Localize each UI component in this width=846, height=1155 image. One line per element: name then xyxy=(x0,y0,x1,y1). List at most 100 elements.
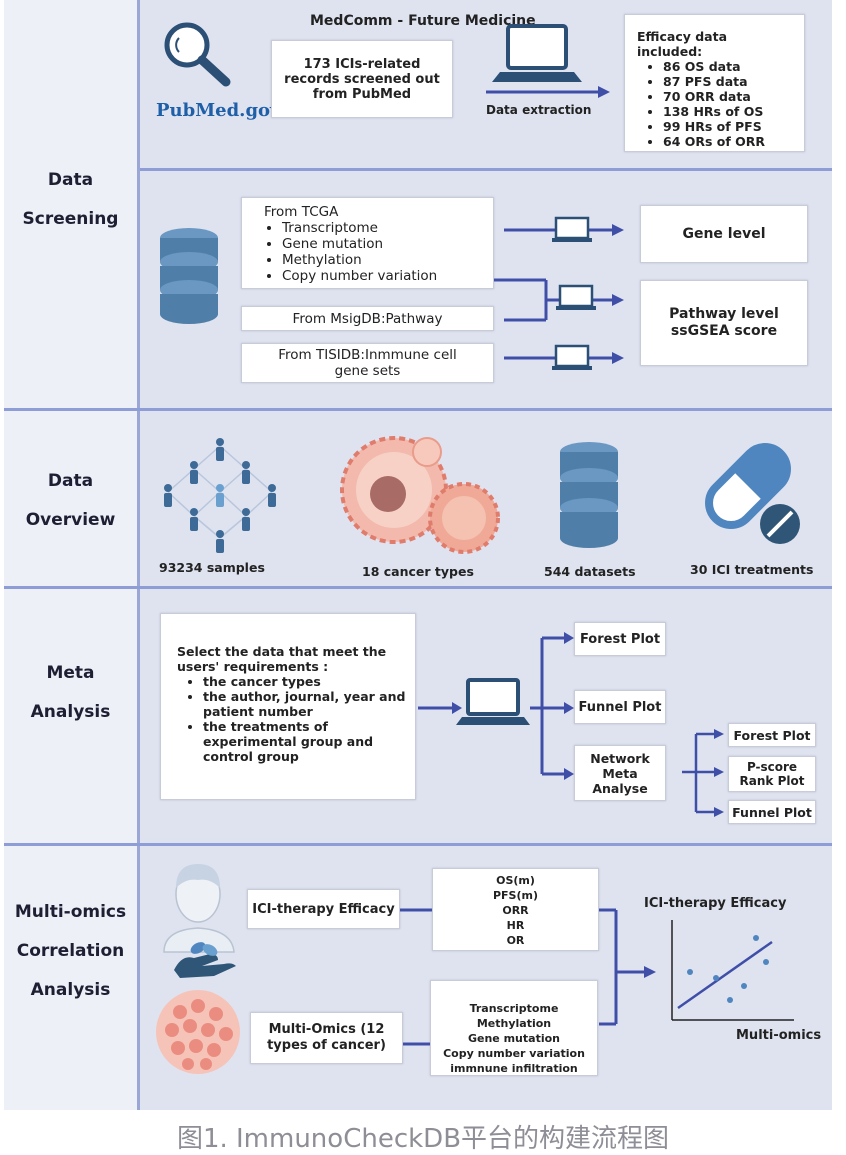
scatter-plot-graphic xyxy=(671,920,794,1021)
figure-panel: Data Screening Data Overview Meta Analys… xyxy=(4,0,832,1110)
extraction-label: Data extraction xyxy=(486,103,592,117)
msigdb-box: From MsigDB:Pathway xyxy=(241,306,494,331)
section-label-data-screening: Data Screening xyxy=(4,0,140,408)
gene-level-box: Gene level xyxy=(640,205,808,263)
select-line: users' requirements : xyxy=(177,659,329,674)
funnel-plot-box: Funnel Plot xyxy=(574,690,666,724)
pathway-line: Pathway level xyxy=(669,306,779,322)
network-meta-box: Network Meta Analyse xyxy=(574,745,666,801)
plot-xlabel: Multi-omics xyxy=(736,1028,822,1043)
tisidb-box: From TISIDB:Inmmune cell gene sets xyxy=(241,343,494,383)
tisidb-line: From TISIDB:Inmmune cell xyxy=(278,347,457,363)
stat-ici-treatments: 30 ICI treatments xyxy=(690,562,814,577)
funnel-plot-2-box: Funnel Plot xyxy=(728,800,816,824)
omics-item: immnune infiltration xyxy=(450,1062,578,1075)
label-line: Screening xyxy=(22,209,119,229)
network-arrows xyxy=(682,729,724,817)
pscore-line: P-score xyxy=(746,760,798,774)
ici-efficacy-box: ICI-therapy Efficacy xyxy=(247,889,400,929)
label-line: Meta xyxy=(46,663,95,683)
figure-caption: 图1. ImmunoCheckDB平台的构建流程图 xyxy=(176,1124,670,1154)
omics-types-box: Transcriptome Methylation Gene mutation … xyxy=(430,980,598,1076)
multi-line: types of cancer) xyxy=(267,1038,386,1053)
records-line: from PubMed xyxy=(312,86,412,102)
stat-samples: 93234 samples xyxy=(159,560,265,575)
efficacy-item: 86 OS data xyxy=(663,59,796,74)
tcga-item: Gene mutation xyxy=(282,236,483,252)
divider xyxy=(140,168,832,171)
tcga-item: Copy number variation xyxy=(282,268,483,284)
tcga-title: From TCGA xyxy=(264,204,339,220)
network-line: Meta xyxy=(602,765,638,781)
records-box: 173 ICIs-related records screened out fr… xyxy=(271,40,453,118)
omics-item: Methylation xyxy=(476,1017,552,1030)
efficacy-box: Efficacy data included: 86 OS data 87 PF… xyxy=(624,14,805,152)
tcga-item: Methylation xyxy=(282,252,483,268)
select-line: Select the data that meet the xyxy=(177,644,387,659)
label-line: Overview xyxy=(25,510,116,530)
tisidb-line: gene sets xyxy=(334,363,401,379)
forest-plot-box: Forest Plot xyxy=(574,622,666,656)
people-network-icon xyxy=(164,438,276,553)
multi-omics-box: Multi-Omics (12 types of cancer) xyxy=(250,1012,403,1064)
section-label-meta-analysis: Meta Analysis xyxy=(4,589,140,843)
efficacy-item: 64 ORs of ORR xyxy=(663,134,796,149)
section-label-data-overview: Data Overview xyxy=(4,411,140,586)
database-icon xyxy=(560,442,618,548)
tcga-item: Transcriptome xyxy=(282,220,483,236)
network-line: Network xyxy=(590,750,650,766)
label-line: Correlation xyxy=(16,941,125,961)
label-line: Data xyxy=(47,170,94,190)
divider xyxy=(4,843,832,846)
plot-title: ICI-therapy Efficacy xyxy=(644,896,787,911)
records-line: 173 ICIs-related xyxy=(303,56,421,72)
metric-item: ORR xyxy=(502,904,529,917)
select-data-box: Select the data that meet the users' req… xyxy=(160,613,416,800)
tcga-box: From TCGA Transcriptome Gene mutation Me… xyxy=(241,197,494,289)
label-line: Analysis xyxy=(30,702,111,722)
divider xyxy=(4,586,832,589)
efficacy-item: 138 HRs of OS xyxy=(663,104,796,119)
label-line: Data xyxy=(47,471,94,491)
pathway-level-box: Pathway level ssGSEA score xyxy=(640,280,808,366)
metric-item: OS(m) xyxy=(496,874,535,887)
section-label-multiomics: Multi-omics Correlation Analysis xyxy=(4,846,140,1110)
efficacy-item: 99 HRs of PFS xyxy=(663,119,796,134)
select-item: the cancer types xyxy=(203,674,407,689)
metric-item: PFS(m) xyxy=(492,889,538,902)
multiomics-connectors xyxy=(400,908,656,1046)
stat-datasets: 544 datasets xyxy=(544,564,636,579)
database-icon xyxy=(160,228,218,324)
pathway-line: ssGSEA score xyxy=(670,323,778,339)
omics-item: Gene mutation xyxy=(467,1032,560,1045)
pubmed-logo: PubMed.gov xyxy=(156,100,281,121)
efficacy-item: 70 ORR data xyxy=(663,89,796,104)
efficacy-title: Efficacy data included: xyxy=(637,29,728,59)
efficacy-metrics-box: OS(m) PFS(m) ORR HR OR xyxy=(432,868,599,951)
label-line: Multi-omics xyxy=(14,902,127,922)
omics-item: Copy number variation xyxy=(443,1047,585,1060)
pill-icon xyxy=(705,443,800,544)
screening-arrows xyxy=(494,216,624,370)
multi-line: Multi-Omics (12 xyxy=(268,1022,385,1037)
stat-cancer-types: 18 cancer types xyxy=(362,564,474,579)
magnifier-icon xyxy=(164,22,231,87)
pscore-line: Rank Plot xyxy=(739,774,805,788)
metric-item: OR xyxy=(506,934,525,947)
laptop-arrow-graphic xyxy=(486,24,610,98)
select-item: the treatments of experimental group and… xyxy=(203,719,407,764)
select-item: the author, journal, year and patient nu… xyxy=(203,689,407,719)
efficacy-item: 87 PFS data xyxy=(663,74,796,89)
divider xyxy=(4,408,832,411)
pscore-box: P-score Rank Plot xyxy=(728,756,816,792)
patient-hand-icon xyxy=(163,864,236,978)
records-line: records screened out xyxy=(284,71,440,87)
label-line: Analysis xyxy=(30,980,111,1000)
meta-arrows xyxy=(418,632,574,780)
tumor-cells-icon xyxy=(156,990,240,1074)
omics-item: Transcriptome xyxy=(469,1002,559,1015)
cancer-cells-icon xyxy=(340,436,500,554)
journal-header: MedComm - Future Medicine xyxy=(310,13,536,29)
network-line: Analyse xyxy=(592,780,648,796)
forest-plot-2-box: Forest Plot xyxy=(728,723,816,747)
